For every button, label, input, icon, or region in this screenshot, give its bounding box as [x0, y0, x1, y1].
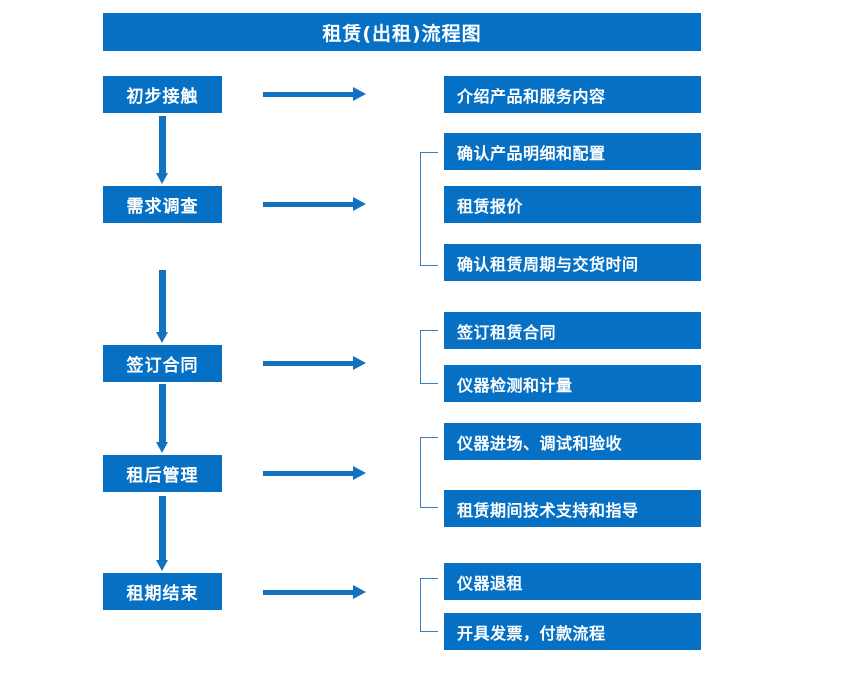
- group-bracket-needs: [420, 152, 438, 266]
- stage-box-2[interactable]: 需求调查: [103, 186, 222, 223]
- group-bracket-aftercare: [420, 437, 438, 508]
- detail-box-2[interactable]: 确认产品明细和配置: [444, 133, 701, 170]
- detail-box-8[interactable]: 租赁期间技术支持和指导: [444, 490, 701, 527]
- arrow-shaft: [263, 92, 356, 97]
- stage-box-4[interactable]: 租后管理: [103, 455, 222, 492]
- detail-box-10[interactable]: 开具发票，付款流程: [444, 613, 701, 650]
- group-bracket-contract: [420, 330, 438, 384]
- horizontal-arrow-2: [263, 197, 366, 211]
- stage-box-3[interactable]: 签订合同: [103, 345, 222, 382]
- arrow-shaft: [263, 202, 356, 207]
- arrow-head-icon: [156, 442, 168, 453]
- arrow-head-icon: [353, 585, 366, 599]
- detail-box-5[interactable]: 签订租赁合同: [444, 312, 701, 349]
- arrow-head-icon: [156, 173, 168, 184]
- vertical-arrow-2: [156, 270, 168, 343]
- arrow-head-icon: [353, 87, 366, 101]
- stage-box-1[interactable]: 初步接触: [103, 76, 222, 113]
- detail-box-1[interactable]: 介绍产品和服务内容: [444, 76, 701, 113]
- arrow-shaft: [159, 116, 166, 173]
- arrow-shaft: [263, 590, 356, 595]
- detail-box-7[interactable]: 仪器进场、调试和验收: [444, 423, 701, 460]
- horizontal-arrow-5: [263, 585, 366, 599]
- vertical-arrow-3: [156, 384, 168, 453]
- arrow-shaft: [263, 471, 356, 476]
- detail-box-3[interactable]: 租赁报价: [444, 186, 701, 223]
- arrow-shaft: [263, 361, 356, 366]
- vertical-arrow-1: [156, 116, 168, 184]
- detail-box-9[interactable]: 仪器退租: [444, 563, 701, 600]
- detail-box-6[interactable]: 仪器检测和计量: [444, 365, 701, 402]
- group-bracket-endlease: [420, 578, 438, 632]
- horizontal-arrow-4: [263, 466, 366, 480]
- diagram-title: 租赁(出租)流程图: [103, 13, 701, 51]
- stage-box-5[interactable]: 租期结束: [103, 573, 222, 610]
- horizontal-arrow-3: [263, 356, 366, 370]
- detail-box-4[interactable]: 确认租赁周期与交货时间: [444, 244, 701, 281]
- arrow-head-icon: [353, 466, 366, 480]
- arrow-shaft: [159, 384, 166, 442]
- arrow-head-icon: [156, 560, 168, 571]
- arrow-head-icon: [353, 356, 366, 370]
- vertical-arrow-4: [156, 496, 168, 571]
- arrow-head-icon: [156, 332, 168, 343]
- arrow-shaft: [159, 496, 166, 560]
- arrow-head-icon: [353, 197, 366, 211]
- arrow-shaft: [159, 270, 166, 332]
- horizontal-arrow-1: [263, 87, 366, 101]
